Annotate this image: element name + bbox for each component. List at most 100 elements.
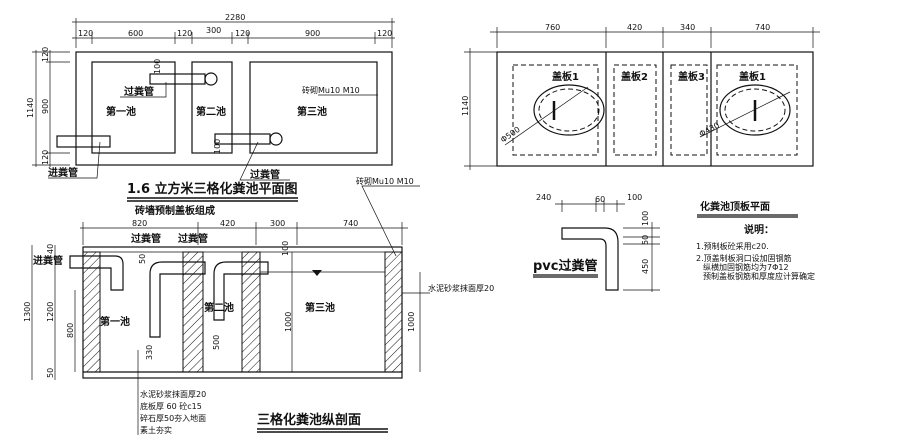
chamber-1 [91, 61, 176, 154]
wall-hatch [241, 251, 261, 373]
manhole-cover-icon [699, 84, 791, 138]
dim-pipe-height: 800 [66, 323, 75, 338]
segment-ticks [75, 18, 393, 48]
dim-overall-width: 2280 [225, 13, 245, 22]
inner-dim: 330 [145, 345, 154, 360]
pipe-dim: 100 [153, 59, 162, 74]
transfer-pipe [149, 261, 206, 338]
pipe-dim: 100 [213, 139, 222, 154]
dim-bottom: 120 [41, 150, 50, 165]
dim-total-height: 1300 [23, 302, 32, 322]
note-item: 2.顶盖制板洞口设加固钢筋 [696, 253, 792, 263]
transfer-pipe-label: 过粪管 [124, 85, 154, 98]
dim-top: 820 [132, 219, 147, 228]
dim-segment: 600 [128, 29, 143, 38]
chamber-2-label: 第二池 [204, 301, 234, 314]
cover-title: 化粪池顶板平面 [700, 200, 770, 213]
outer-wall [75, 51, 393, 166]
inner-dim: 1000 [284, 312, 293, 332]
cover-plan-view: 760 420 340 740 1140 盖板1 盖板2 盖板3 盖板1 Φ50… [461, 23, 820, 218]
transfer-pipe-label: 过粪管 [131, 232, 161, 245]
inner-dim: 50 [138, 254, 147, 264]
pvc-dim: 240 [536, 193, 551, 202]
dim-top: 420 [220, 219, 235, 228]
pipe-opening [269, 132, 283, 146]
wall-hatch [182, 251, 204, 373]
pvc-dim: 60 [595, 195, 605, 204]
notes-heading: 说明： [744, 223, 774, 236]
dim-middle: 900 [41, 99, 50, 114]
pvc-pipe-detail: 240 60 100 100 50 450 pvc过粪管 [533, 193, 660, 292]
pvc-dim: 100 [641, 211, 650, 226]
wall-material-note: 砖砌Mu10 M10 [302, 85, 360, 95]
dim-segment: 120 [235, 29, 250, 38]
section-wall-note: 砖砌Mu10 M10 [356, 176, 414, 186]
section-view: 砖砌Mu10 M10 820 420 300 740 过粪管 过粪管 进粪管 第… [23, 176, 494, 435]
inner-dim: 1000 [407, 312, 416, 332]
water-level-icon [312, 270, 322, 276]
plan-subtitle: 砖墙预制盖板组成 [135, 204, 215, 217]
dim-top: 740 [343, 219, 358, 228]
note-item: 1.预制板砼采用c20. [696, 241, 769, 251]
manhole-cover-icon [504, 84, 605, 146]
dim-segment: 300 [206, 26, 221, 35]
dim-top-slab: 40 [46, 244, 55, 254]
chamber-2 [191, 61, 233, 154]
chamber-3-label: 第三池 [305, 301, 335, 314]
dim-top: 420 [627, 23, 642, 32]
pvc-dim: 100 [627, 193, 642, 202]
note-item: 预制盖板钢筋和厚度应计算确定 [703, 271, 815, 281]
plan-title: 1.6 立方米三格化粪池平面图 [127, 181, 298, 197]
plaster-note: 水泥砂浆抹面厚20 [428, 283, 494, 293]
transfer-pipe [214, 133, 271, 145]
slab-outline [512, 64, 599, 156]
inlet-pipe [69, 255, 124, 291]
slab-label: 盖板1 [552, 70, 579, 83]
dim-depth: 1140 [461, 96, 470, 116]
dim-inner-height: 1200 [46, 302, 55, 322]
section-title: 三格化粪池纵剖面 [257, 412, 361, 428]
slab-label: 盖板2 [621, 70, 648, 83]
inlet-pipe-label: 进粪管 [48, 166, 78, 179]
layer-note: 碎石厚50夯入地面 [140, 413, 206, 423]
plan-view: 2280 120 600 120 300 120 900 120 1140 90… [26, 13, 395, 217]
pvc-pipe-shape [561, 227, 619, 291]
slab-outline [716, 64, 798, 156]
diameter-label: Φ500 [499, 125, 522, 145]
dim-top: 300 [270, 219, 285, 228]
slab-label: 盖板1 [739, 70, 766, 83]
dim-top: 740 [755, 23, 770, 32]
transfer-pipe [213, 261, 269, 321]
wall-hatch [82, 251, 101, 373]
dim-top: 120 [41, 47, 50, 62]
slab-label: 盖板3 [678, 70, 705, 83]
chamber-3-label: 第三池 [297, 105, 327, 118]
pvc-dim: 450 [641, 259, 650, 274]
transfer-pipe [149, 73, 206, 85]
chamber-2-label: 第二池 [196, 105, 226, 118]
transfer-pipe-label: 过粪管 [250, 168, 280, 181]
dim-segment: 900 [305, 29, 320, 38]
cover-outline [496, 51, 814, 167]
dim-top: 340 [680, 23, 695, 32]
slab-outline [613, 64, 657, 156]
pipe-opening [204, 72, 218, 86]
pvc-label: pvc过粪管 [533, 258, 598, 274]
inlet-pipe-label: 进粪管 [33, 254, 63, 267]
inner-dim: 100 [281, 241, 290, 256]
chamber-1-label: 第一池 [106, 105, 136, 118]
inner-dim: 500 [212, 335, 221, 350]
slab-outline [670, 64, 708, 156]
notes: 说明： 1.预制板砼采用c20. 2.顶盖制板洞口设加固钢筋 纵横加固钢筋均为7… [696, 223, 815, 281]
dim-segment: 120 [377, 29, 392, 38]
inlet-pipe [56, 135, 111, 148]
wall-hatch [384, 251, 403, 373]
transfer-pipe-label: 过粪管 [178, 232, 208, 245]
dim-segment: 120 [78, 29, 93, 38]
layer-note: 素土夯实 [140, 425, 172, 435]
chamber-3 [249, 61, 378, 154]
chamber-1-label: 第一池 [100, 315, 130, 328]
dim-base: 50 [46, 368, 55, 378]
dim-top: 760 [545, 23, 560, 32]
